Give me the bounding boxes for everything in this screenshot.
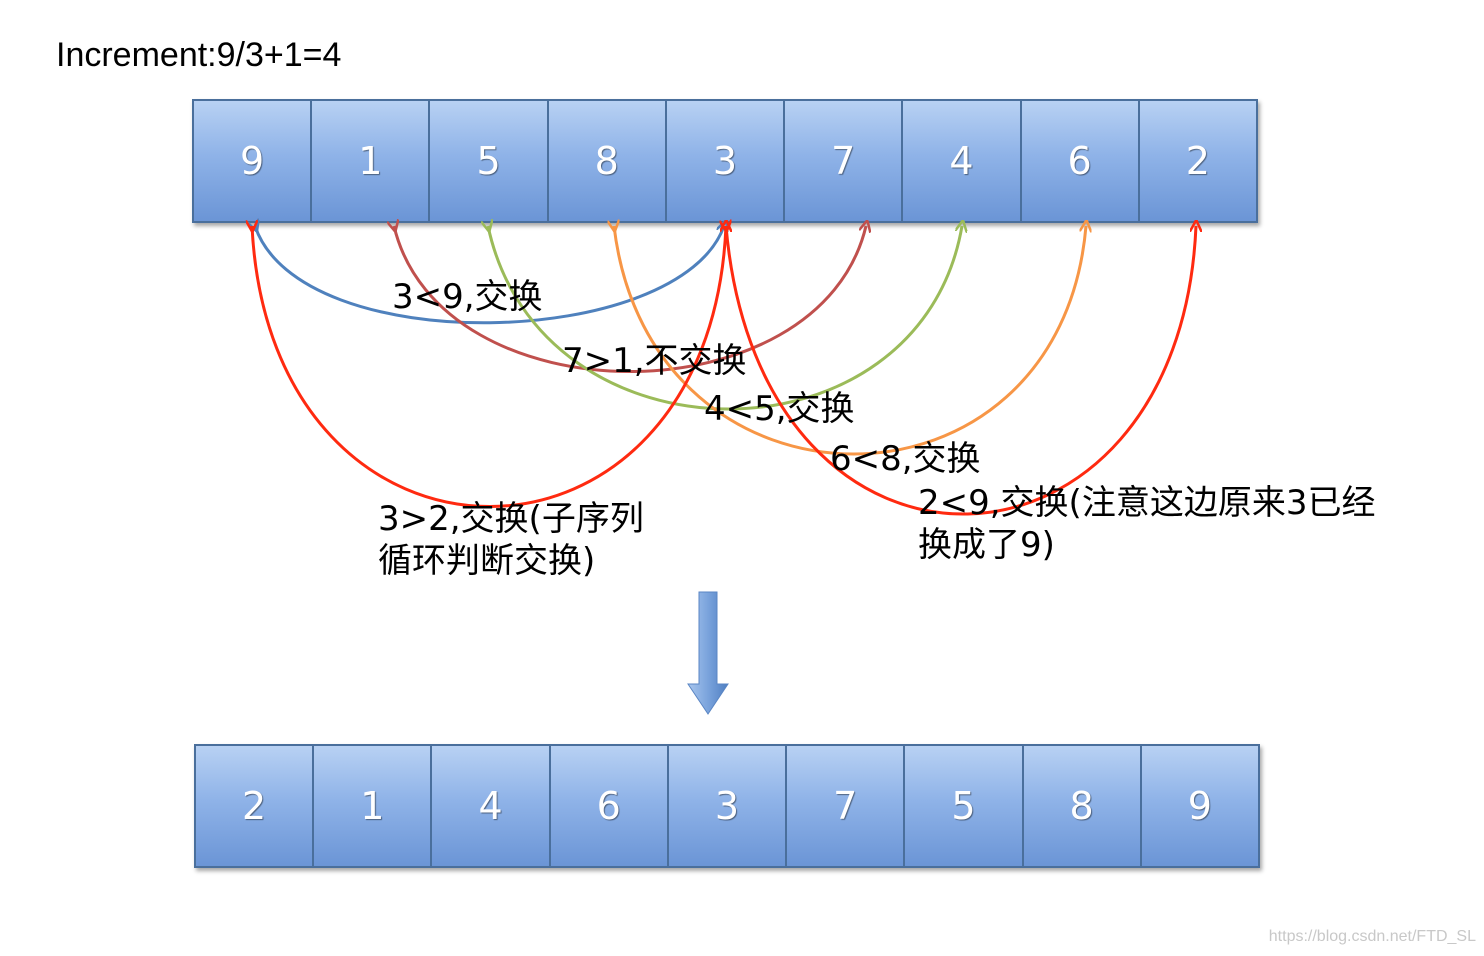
comparison-label: 4<5,交换	[704, 389, 855, 429]
comparison-label: 3>2,交换(子序列循环判断交换)	[378, 499, 644, 581]
comparison-label: 2<9,交换(注意这边原来3已经换成了9)	[918, 483, 1376, 565]
array-after-cell: 5	[905, 746, 1024, 866]
array-after: 2 1 4 6 3 7 5 8 9	[194, 744, 1260, 868]
array-before-cell: 2	[1139, 101, 1256, 221]
down-arrow-icon	[687, 591, 729, 715]
array-after-cell: 7	[787, 746, 906, 866]
comparison-label: 7>1,不交换	[562, 341, 747, 381]
array-after-cell: 6	[550, 746, 669, 866]
comparison-label: 6<8,交换	[830, 439, 981, 479]
arc-8-6	[614, 226, 1086, 456]
array-before-cell: 9	[194, 101, 313, 221]
arc-3-2	[252, 226, 726, 508]
arc-9-3	[255, 226, 724, 325]
array-after-cell: 4	[432, 746, 551, 866]
array-before-cell: 8	[548, 101, 667, 221]
increment-title: Increment:9/3+1=4	[56, 36, 342, 74]
arc-5-4	[488, 226, 962, 411]
comparison-label: 3<9,交换	[392, 277, 543, 317]
array-before-cell: 4	[903, 101, 1022, 221]
array-before-cell: 7	[785, 101, 904, 221]
array-after-cell: 1	[314, 746, 433, 866]
array-after-cell: 2	[196, 746, 315, 866]
array-before-cell: 3	[666, 101, 786, 221]
array-after-cell: 8	[1023, 746, 1142, 866]
watermark: https://blog.csdn.net/FTD_SL	[1268, 928, 1476, 945]
array-before: 9 1 5 8 3 7 4 6 2	[192, 99, 1258, 223]
array-before-cell: 5	[430, 101, 549, 221]
array-before-cell: 1	[312, 101, 431, 221]
array-after-cell: 3	[668, 746, 788, 866]
array-after-cell: 9	[1141, 746, 1258, 866]
arc-9-2	[726, 226, 1196, 516]
array-before-cell: 6	[1021, 101, 1140, 221]
arc-1-7	[394, 226, 866, 373]
